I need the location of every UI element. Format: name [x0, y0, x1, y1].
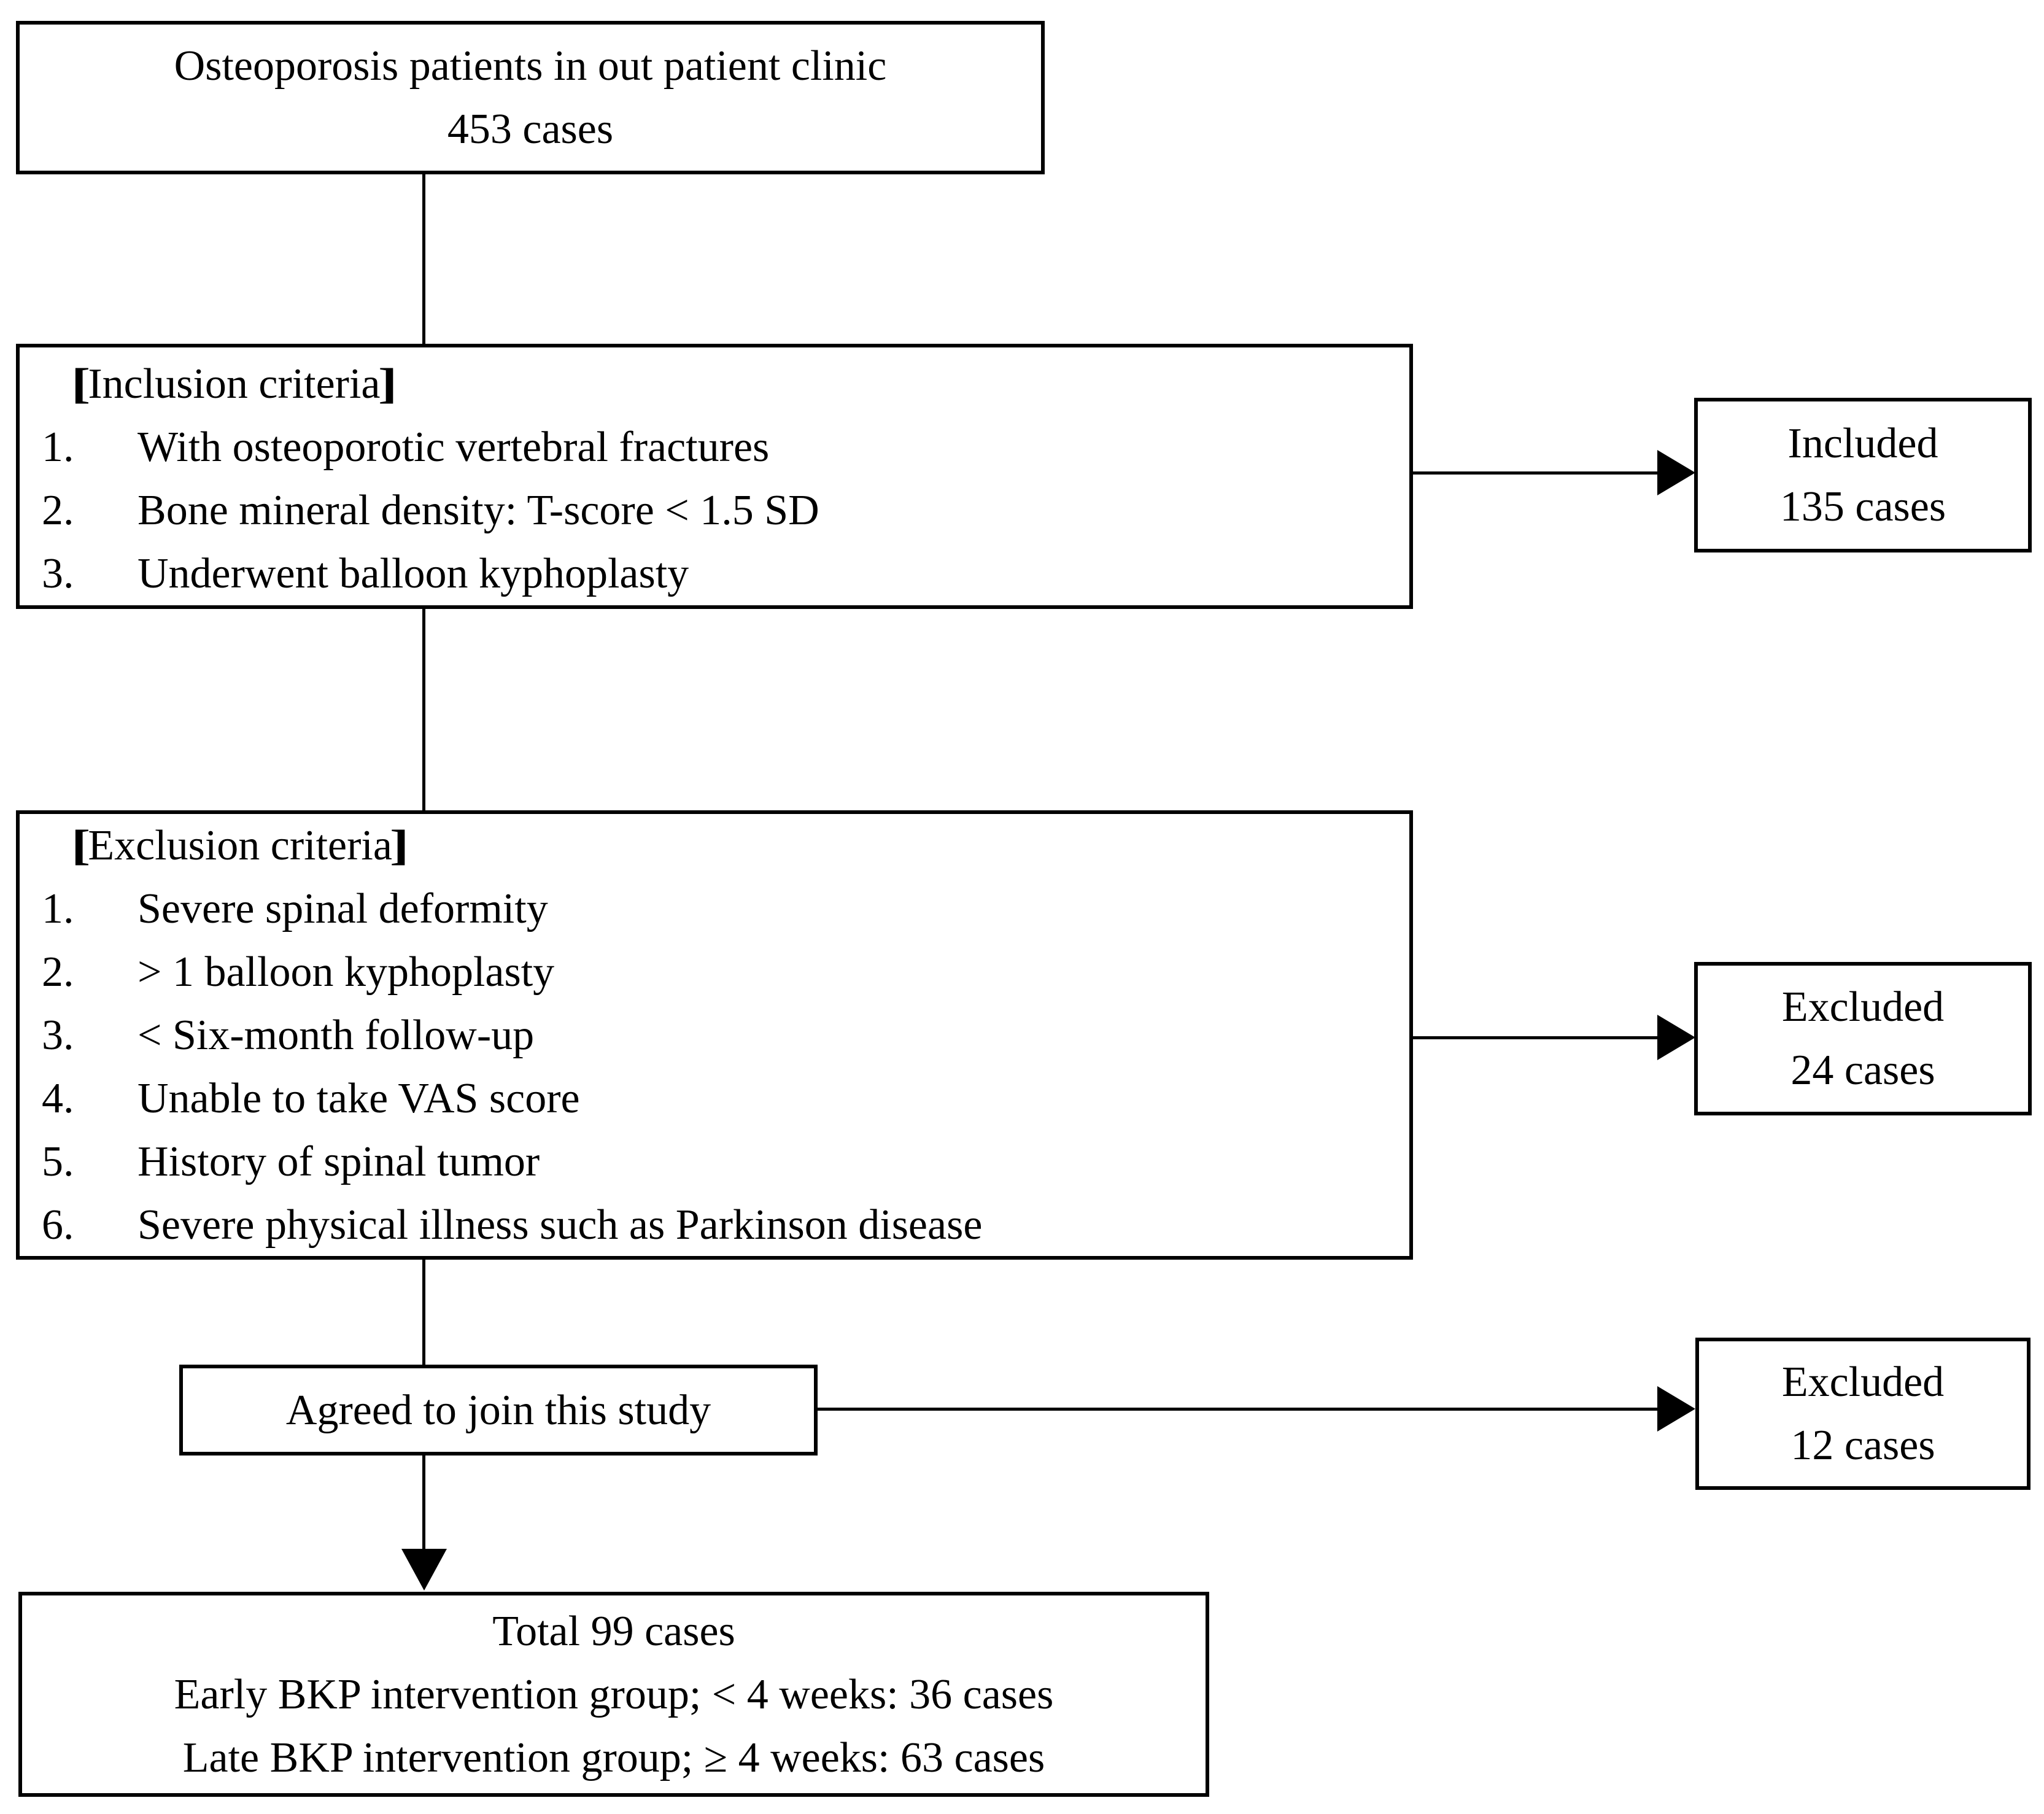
excluded-after-criteria-text: Excluded 24 cases: [1698, 966, 2028, 1112]
source-line-2: 453 cases: [447, 106, 614, 153]
excluded-after-consent-text: Excluded 12 cases: [1699, 1341, 2027, 1486]
arrowhead-right-icon: [1657, 1015, 1695, 1060]
included-node: Included 135 cases: [1694, 398, 2032, 552]
included-node-text: Included 135 cases: [1698, 401, 2028, 549]
total-line-2: Early BKP intervention group; < 4 weeks:…: [174, 1670, 1054, 1718]
connector-inclusion-to-included: [1412, 471, 1660, 475]
inclusion-criteria-item-3: Underwent balloon kyphoplasty: [42, 542, 689, 605]
excluded-after-criteria-node: Excluded 24 cases: [1694, 962, 2032, 1115]
inclusion-criteria-heading: [Inclusion criteria]: [71, 360, 397, 408]
exclusion-criteria-item-5: History of spinal tumor: [42, 1130, 540, 1193]
connector-agreed-to-total: [422, 1454, 425, 1551]
excluded24-line-1: Excluded: [1781, 983, 1945, 1031]
source-node-text: Osteoporosis patients in out patient cli…: [20, 25, 1041, 171]
total-line-1: Total 99 cases: [492, 1607, 735, 1655]
inclusion-criteria-list: With osteoporotic vertebral fractures Bo…: [20, 416, 1409, 605]
arrowhead-down-icon: [401, 1549, 447, 1591]
source-line-1: Osteoporosis patients in out patient cli…: [174, 42, 887, 90]
exclusion-criteria-item-1: Severe spinal deformity: [42, 877, 548, 940]
arrowhead-right-icon: [1657, 1386, 1695, 1432]
connector-exclusion-to-agreed: [422, 1258, 425, 1366]
exclusion-criteria-item-4: Unable to take VAS score: [42, 1067, 580, 1130]
agreed-label: Agreed to join this study: [285, 1386, 711, 1434]
agreed-node: Agreed to join this study: [179, 1365, 818, 1455]
source-node: Osteoporosis patients in out patient cli…: [16, 21, 1045, 174]
agreed-node-text: Agreed to join this study: [183, 1368, 814, 1452]
exclusion-criteria-list: Severe spinal deformity > 1 balloon kyph…: [20, 877, 1409, 1257]
inclusion-criteria-item-2: Bone mineral density: T-score < 1.5 SD: [42, 479, 819, 542]
inclusion-criteria-item-1: With osteoporotic vertebral fractures: [42, 416, 770, 479]
total-node: Total 99 cases Early BKP intervention gr…: [18, 1592, 1209, 1797]
connector-agreed-to-excluded: [816, 1408, 1660, 1411]
exclusion-criteria-item-3: < Six-month follow-up: [42, 1004, 535, 1067]
total-line-3: Late BKP intervention group; ≥ 4 weeks: …: [182, 1734, 1045, 1781]
excluded-after-consent-node: Excluded 12 cases: [1695, 1338, 2030, 1490]
exclusion-criteria-item-6: Severe physical illness such as Parkinso…: [42, 1193, 983, 1257]
excluded12-line-1: Excluded: [1781, 1359, 1945, 1406]
included-line-1: Included: [1787, 420, 1938, 467]
included-line-2: 135 cases: [1779, 483, 1946, 530]
exclusion-criteria-heading: [Exclusion criteria]: [71, 822, 409, 869]
inclusion-criteria-node: [Inclusion criteria] With osteoporotic v…: [16, 344, 1413, 609]
connector-exclusion-to-excluded: [1412, 1036, 1660, 1039]
excluded24-line-2: 24 cases: [1790, 1047, 1935, 1094]
total-node-text: Total 99 cases Early BKP intervention gr…: [22, 1595, 1206, 1793]
connector-inclusion-to-exclusion: [422, 608, 425, 812]
arrowhead-right-icon: [1657, 450, 1695, 495]
connector-source-to-inclusion: [422, 173, 425, 345]
excluded12-line-2: 12 cases: [1790, 1422, 1935, 1469]
exclusion-criteria-item-2: > 1 balloon kyphoplasty: [42, 940, 555, 1004]
exclusion-criteria-node: [Exclusion criteria] Severe spinal defor…: [16, 810, 1413, 1260]
